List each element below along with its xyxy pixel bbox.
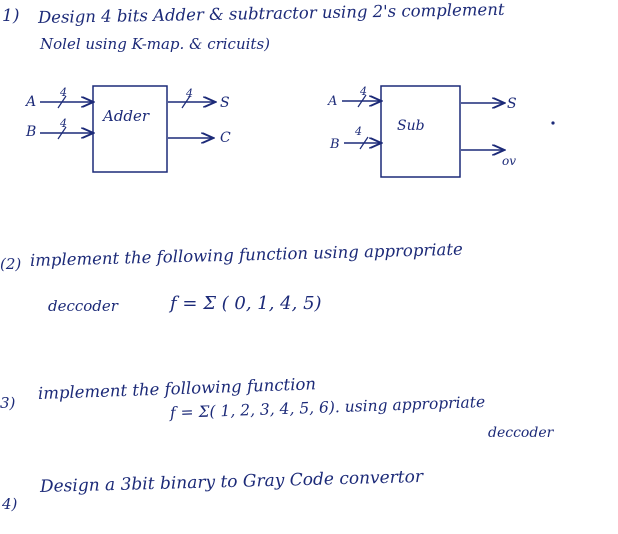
- sub-output-ov-label: ov: [502, 154, 516, 168]
- block-diagrams: Adder A 4 B 4 4 S C Sub A 4 B 4 S ov: [24, 85, 555, 178]
- q3-line3: deccoder: [488, 425, 554, 441]
- q2-line1: implement the following function using a…: [29, 239, 464, 270]
- sub-input-a-label: A: [327, 94, 337, 109]
- q4-number: 4): [2, 495, 18, 513]
- adder-input-a-label: A: [24, 94, 36, 110]
- stray-dot: [551, 121, 555, 125]
- q3-line1: implement the following function: [37, 374, 317, 403]
- adder-output-s-label: S: [220, 95, 230, 111]
- q3-line2: f = Σ( 1, 2, 3, 4, 5, 6). using appropri…: [169, 393, 486, 422]
- q2-number: (2): [0, 255, 22, 273]
- q1-line2: Nolel using K-map. & cricuits): [40, 35, 270, 53]
- adder-input-b-label: B: [25, 124, 36, 140]
- sub-input-b-label: B: [329, 137, 340, 152]
- q2-line2-word: deccoder: [48, 297, 118, 315]
- adder-label: Adder: [101, 107, 150, 125]
- sub-output-s-label: S: [507, 96, 517, 112]
- adder-bus-width-b: 4: [59, 117, 67, 130]
- sub-label: Sub: [397, 118, 425, 134]
- adder-output-c-label: C: [220, 130, 231, 146]
- sub-block: Sub A 4 B 4 S ov: [327, 85, 517, 178]
- q4-line1: Design a 3bit binary to Gray Code conver…: [39, 466, 424, 497]
- adder-block: Adder A 4 B 4 4 S C: [24, 85, 231, 173]
- adder-bus-width-a: 4: [59, 86, 67, 99]
- adder-box: [92, 85, 168, 173]
- sub-bus-width-b: 4: [354, 125, 362, 138]
- adder-bus-width-s: 4: [185, 87, 193, 100]
- q1-number: 1): [2, 6, 20, 26]
- sub-box: [380, 85, 461, 178]
- q2-line2-formula: f = Σ ( 0, 1, 4, 5): [170, 293, 322, 314]
- sub-bus-width-a: 4: [359, 85, 367, 98]
- q3-number: 3): [0, 394, 16, 412]
